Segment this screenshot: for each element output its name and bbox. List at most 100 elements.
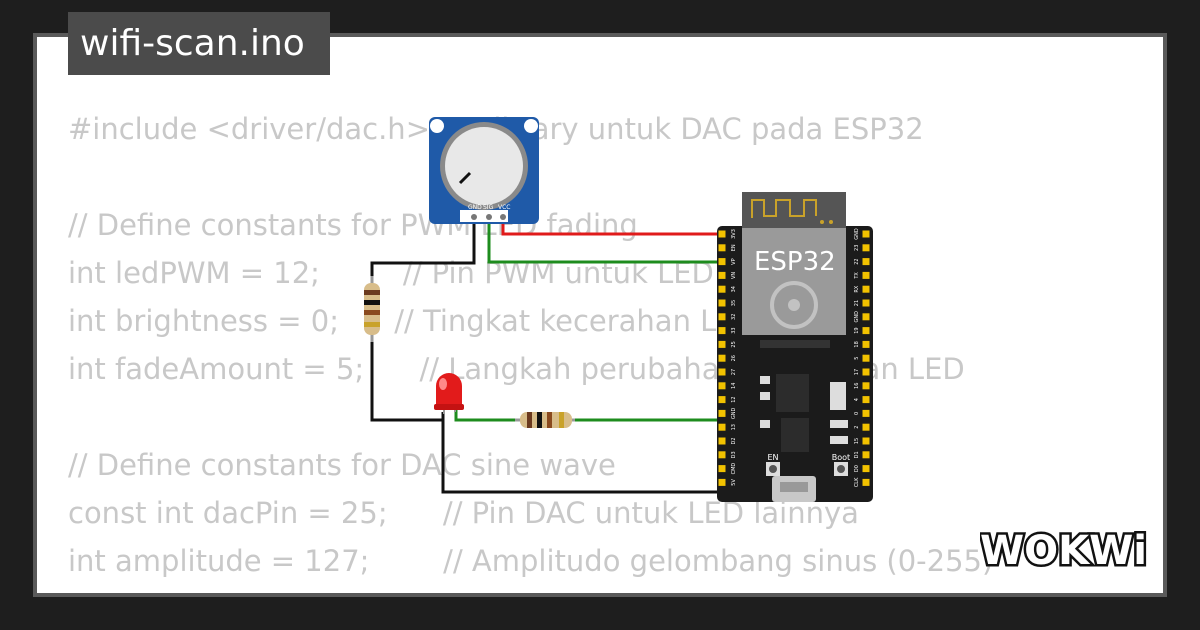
header-pin[interactable] [718, 478, 726, 486]
resistor-2[interactable] [515, 412, 575, 428]
pin-label: 16 [854, 383, 860, 389]
pin-label: 4 [854, 398, 860, 401]
pin-label: 34 [731, 286, 737, 292]
header-pin[interactable] [718, 382, 726, 390]
header-pin[interactable] [862, 258, 870, 266]
pin-label: CLK [854, 477, 860, 487]
header-pin[interactable] [862, 423, 870, 431]
header-pin[interactable] [862, 409, 870, 417]
pin-label: D3 [731, 451, 737, 458]
svg-text:ESP32: ESP32 [754, 247, 836, 277]
header-pin[interactable] [862, 340, 870, 348]
header-pin[interactable] [718, 368, 726, 376]
pin-label: D1 [854, 451, 860, 458]
header-pin[interactable] [718, 409, 726, 417]
header-pin[interactable] [862, 285, 870, 293]
header-pin[interactable] [862, 244, 870, 252]
pin-label: 23 [854, 245, 860, 251]
code-line: // Define constants for DAC sine wave [68, 448, 616, 482]
header-pin[interactable] [862, 478, 870, 486]
pin-label: TX [854, 272, 860, 280]
wire-led-green [454, 410, 520, 422]
pin-label: GND [854, 228, 860, 240]
wire-gnd-black [370, 221, 476, 283]
code-line: int ledPWM = 12; // Pin PWM untuk LED [68, 256, 714, 290]
pin-label: RX [854, 285, 860, 292]
code-line: int amplitude = 127; // Amplitudo gelomb… [68, 544, 994, 578]
pin-label: 19 [854, 327, 860, 333]
red-led[interactable] [434, 373, 464, 414]
pin-label: VN [731, 272, 737, 279]
header-pin[interactable] [862, 230, 870, 238]
pin-label: 5 [854, 357, 860, 360]
pin-label: 21 [854, 300, 860, 306]
pin-label: VP [731, 258, 737, 264]
header-pin[interactable] [718, 258, 726, 266]
esp32-board[interactable]: ESP32 EN Boot 3V3ENVPVN34353233252627141… [717, 192, 873, 502]
pin-label: 27 [731, 369, 737, 375]
header-pin[interactable] [718, 437, 726, 445]
pin-label: 2 [854, 426, 860, 429]
wires [370, 221, 724, 494]
header-pin[interactable] [862, 299, 870, 307]
wokwi-logo: WOKWi [980, 526, 1148, 572]
pin-label: 15 [854, 438, 860, 444]
header-pin[interactable] [718, 340, 726, 348]
header-pin[interactable] [862, 437, 870, 445]
pin-label: 26 [731, 355, 737, 361]
preview-card: #include <driver/dac.h> // Library untuk… [33, 33, 1167, 597]
pin-label: 3V3 [731, 229, 737, 239]
header-pin[interactable] [718, 285, 726, 293]
svg-text:EN: EN [767, 453, 778, 462]
header-pin[interactable] [862, 465, 870, 473]
header-pin[interactable] [862, 368, 870, 376]
pin-label: 0 [854, 412, 860, 415]
pin-label: 18 [854, 341, 860, 347]
pin-label: 35 [731, 300, 737, 306]
header-pin[interactable] [718, 423, 726, 431]
wire-res2-green [570, 410, 724, 422]
pin-label: 33 [731, 327, 737, 333]
sketch-filename: wifi-scan.ino [68, 12, 330, 75]
pin-label: D2 [731, 437, 737, 444]
pin-label: EN [731, 244, 737, 251]
header-pin[interactable] [718, 299, 726, 307]
pin-label: CMD [731, 463, 737, 475]
pin-label: 17 [854, 369, 860, 375]
header-pin[interactable] [862, 396, 870, 404]
header-pin[interactable] [862, 354, 870, 362]
resistor-1[interactable] [364, 276, 380, 342]
pot-knob-indicator [458, 171, 472, 185]
pin-label: 22 [854, 258, 860, 264]
code-line: int offset = 128; // Offset untuk menemp… [68, 585, 1048, 593]
header-pin[interactable] [718, 451, 726, 459]
svg-text:WOKWi: WOKWi [980, 528, 1147, 572]
pin-label: 13 [731, 424, 737, 430]
pin-label: 32 [731, 314, 737, 320]
header-pin[interactable] [718, 465, 726, 473]
header-pin[interactable] [718, 396, 726, 404]
wire-vcc-red [501, 221, 722, 236]
header-pin[interactable] [862, 313, 870, 321]
wire-sig-green [487, 221, 722, 264]
header-pin[interactable] [718, 327, 726, 335]
pin-label: GND [854, 311, 860, 323]
header-pin[interactable] [862, 271, 870, 279]
header-pin[interactable] [862, 327, 870, 335]
header-pin[interactable] [718, 244, 726, 252]
pin-label: GND [731, 408, 737, 420]
pin-label: D0 [854, 465, 860, 472]
pin-label: 12 [731, 396, 737, 402]
header-pin[interactable] [718, 230, 726, 238]
pin-label: 14 [731, 383, 737, 389]
header-pin[interactable] [718, 313, 726, 321]
header-pin[interactable] [862, 451, 870, 459]
pin-label: 25 [731, 341, 737, 347]
header-pin[interactable] [718, 354, 726, 362]
pin-label: 5V [731, 479, 737, 486]
header-pin[interactable] [718, 271, 726, 279]
header-pin[interactable] [862, 382, 870, 390]
